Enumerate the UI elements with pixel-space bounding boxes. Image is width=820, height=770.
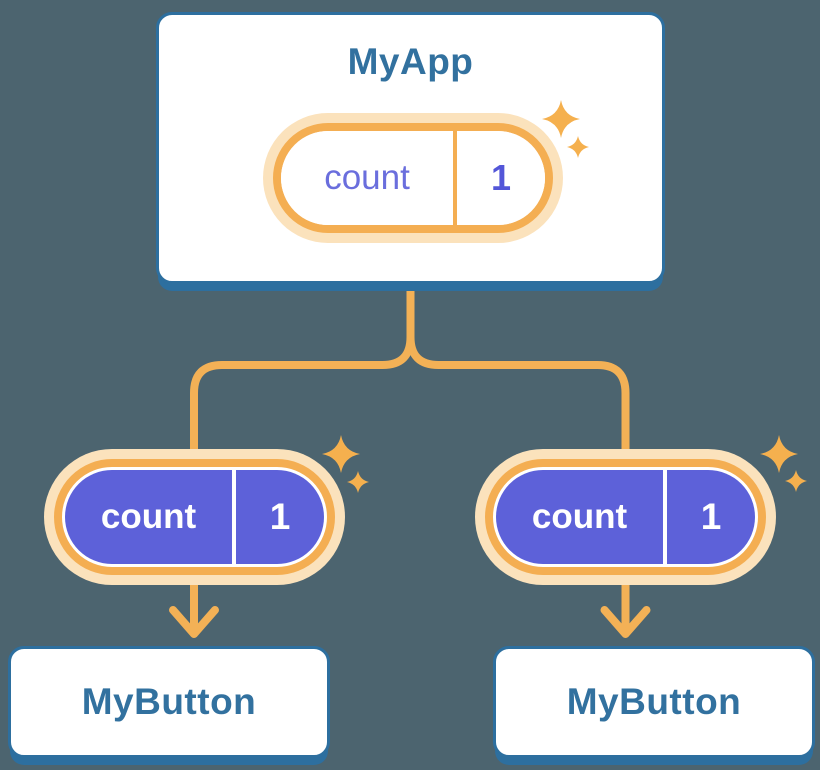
component-title: MyApp (347, 41, 474, 82)
arrow-down-icon (600, 606, 651, 638)
fork-connector-left (190, 282, 415, 459)
mybutton-card: MyButton (8, 646, 330, 758)
pill-ring: count 1 (485, 459, 766, 575)
state-pill: count 1 (263, 113, 563, 243)
pill-glow: count 1 (263, 113, 563, 243)
pill-label: count (324, 158, 410, 197)
sparkle-icon (785, 470, 807, 492)
sparkle-icon (347, 471, 369, 493)
pill-divider (232, 470, 236, 564)
component-title: MyButton (81, 681, 257, 722)
props-pill: count 1 (44, 449, 345, 585)
fork-connector-right (406, 282, 630, 459)
pill-ring: count 1 (54, 459, 335, 575)
pill-divider (663, 470, 667, 564)
pill-label: count (100, 497, 197, 536)
arrow-down-icon (169, 606, 219, 638)
mybutton-card: MyButton (493, 646, 815, 758)
pill-value: 1 (269, 496, 291, 537)
pill-label: count (531, 497, 628, 536)
pill-ring: count 1 (273, 123, 553, 233)
pill-glow: count 1 (475, 449, 776, 585)
component-title: MyButton (566, 681, 742, 722)
pill-divider (453, 131, 457, 225)
pill-glow: count 1 (44, 449, 345, 585)
pill-value: 1 (700, 496, 722, 537)
props-pill: count 1 (475, 449, 776, 585)
pill-value: 1 (490, 157, 512, 198)
